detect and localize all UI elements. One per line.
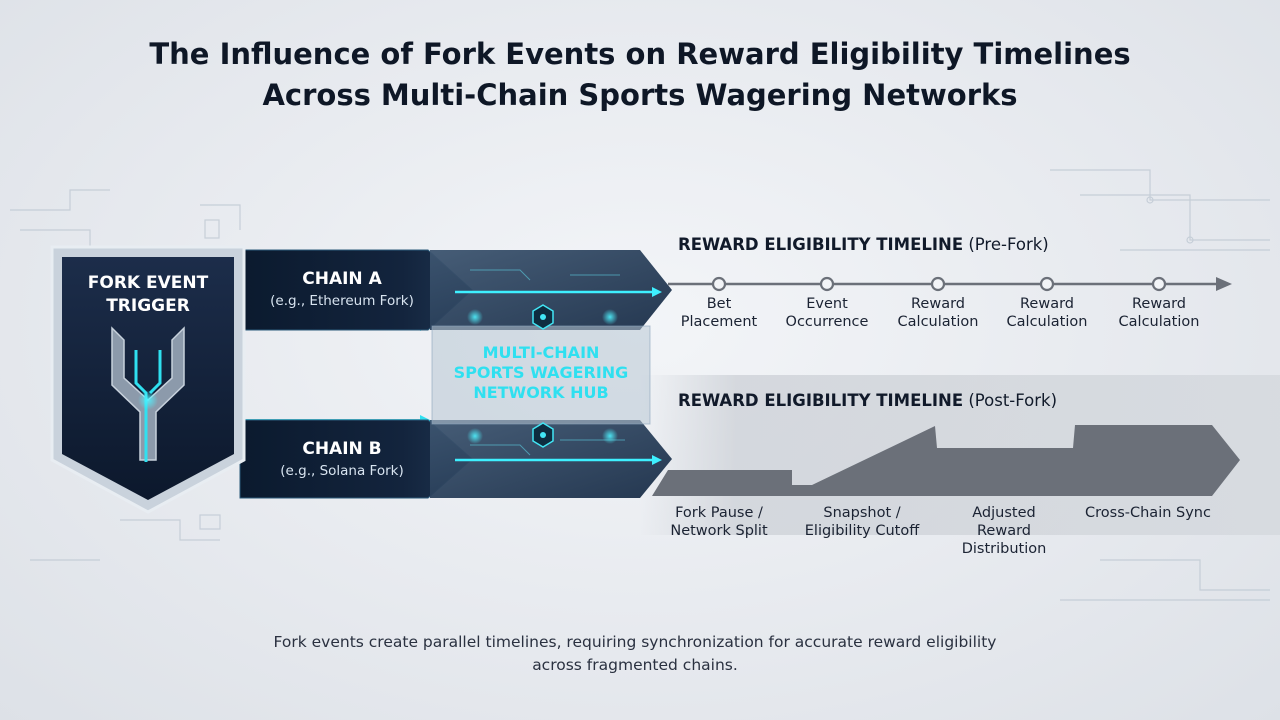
- chain-b-name: CHAIN B: [302, 439, 381, 459]
- trigger-label-line1: FORK EVENT: [88, 273, 209, 293]
- fork-trident-icon: [111, 326, 185, 462]
- hub-label-line2: SPORTS WAGERING: [454, 363, 629, 382]
- milestone-label-line2: Occurrence: [786, 314, 869, 330]
- milestone-marker: [930, 276, 946, 292]
- milestone-marker: [711, 276, 727, 292]
- hexagon-node-icon: [532, 422, 554, 448]
- phase-label-line1: Snapshot /: [823, 505, 900, 521]
- caption: Fork events create parallel timelines, r…: [180, 631, 1090, 677]
- network-hub: MULTI-CHAIN SPORTS WAGERING NETWORK HUB: [430, 250, 672, 498]
- phase-label-line3: Distribution: [962, 541, 1047, 557]
- phase-label-line2: Eligibility Cutoff: [805, 523, 920, 539]
- chain-a-name: CHAIN A: [302, 269, 382, 289]
- post-fork-step-shape: [652, 425, 1240, 496]
- post-fork-phase: Snapshot / Eligibility Cutoff: [805, 505, 920, 539]
- milestone-label-line1: Event: [806, 296, 848, 312]
- page-title: The Influence of Fork Events on Reward E…: [0, 34, 1280, 116]
- milestone-label-line1: Reward: [1020, 296, 1074, 312]
- milestone-label-line2: Calculation: [1007, 314, 1088, 330]
- milestone-label-line2: Placement: [681, 314, 758, 330]
- milestone-label-line2: Calculation: [898, 314, 979, 330]
- milestone-marker: [1151, 276, 1167, 292]
- hub-label-line1: MULTI-CHAIN: [483, 343, 600, 362]
- phase-label-line1: Cross-Chain Sync: [1085, 505, 1211, 521]
- title-line2: Across Multi-Chain Sports Wagering Netwo…: [262, 78, 1018, 112]
- fork-event-trigger-shield: FORK EVENT TRIGGER: [50, 245, 246, 514]
- hexagon-node-icon: [532, 304, 554, 330]
- milestone-label-line1: Bet: [707, 296, 732, 312]
- milestone-label-line1: Reward: [1132, 296, 1186, 312]
- trigger-label-line2: TRIGGER: [106, 296, 190, 316]
- phase-label-line1: Adjusted: [972, 505, 1035, 521]
- trigger-connectors: [240, 319, 432, 427]
- chain-a-example: (e.g., Ethereum Fork): [270, 293, 414, 309]
- circuit-decoration-left: [10, 189, 241, 561]
- caption-line1: Fork events create parallel timelines, r…: [273, 633, 997, 651]
- milestone-label-line2: Calculation: [1119, 314, 1200, 330]
- phase-label-line2: Network Split: [670, 523, 768, 539]
- post-fork-heading: REWARD ELIGIBILITY TIMELINE (Post-Fork): [678, 391, 1057, 410]
- milestone-marker: [819, 276, 835, 292]
- circuit-decoration-right: [1050, 169, 1270, 601]
- milestone-label-line1: Reward: [911, 296, 965, 312]
- phase-label-line2: Reward: [977, 523, 1031, 539]
- post-fork-phase: Fork Pause / Network Split: [670, 505, 768, 539]
- post-fork-phase: Cross-Chain Sync: [1085, 505, 1211, 521]
- phase-label-line1: Fork Pause /: [675, 505, 763, 521]
- title-line1: The Influence of Fork Events on Reward E…: [149, 37, 1131, 71]
- hub-label-line3: NETWORK HUB: [473, 383, 608, 402]
- pre-fork-arrowhead: [1216, 277, 1232, 291]
- post-fork-timeline: REWARD ELIGIBILITY TIMELINE (Post-Fork) …: [652, 391, 1240, 557]
- pre-fork-heading: REWARD ELIGIBILITY TIMELINE (Pre-Fork): [678, 235, 1049, 254]
- chain-b-example: (e.g., Solana Fork): [280, 463, 403, 479]
- milestone-marker: [1039, 276, 1055, 292]
- caption-line2: across fragmented chains.: [532, 656, 738, 674]
- pre-fork-timeline: REWARD ELIGIBILITY TIMELINE (Pre-Fork) B…: [668, 235, 1232, 330]
